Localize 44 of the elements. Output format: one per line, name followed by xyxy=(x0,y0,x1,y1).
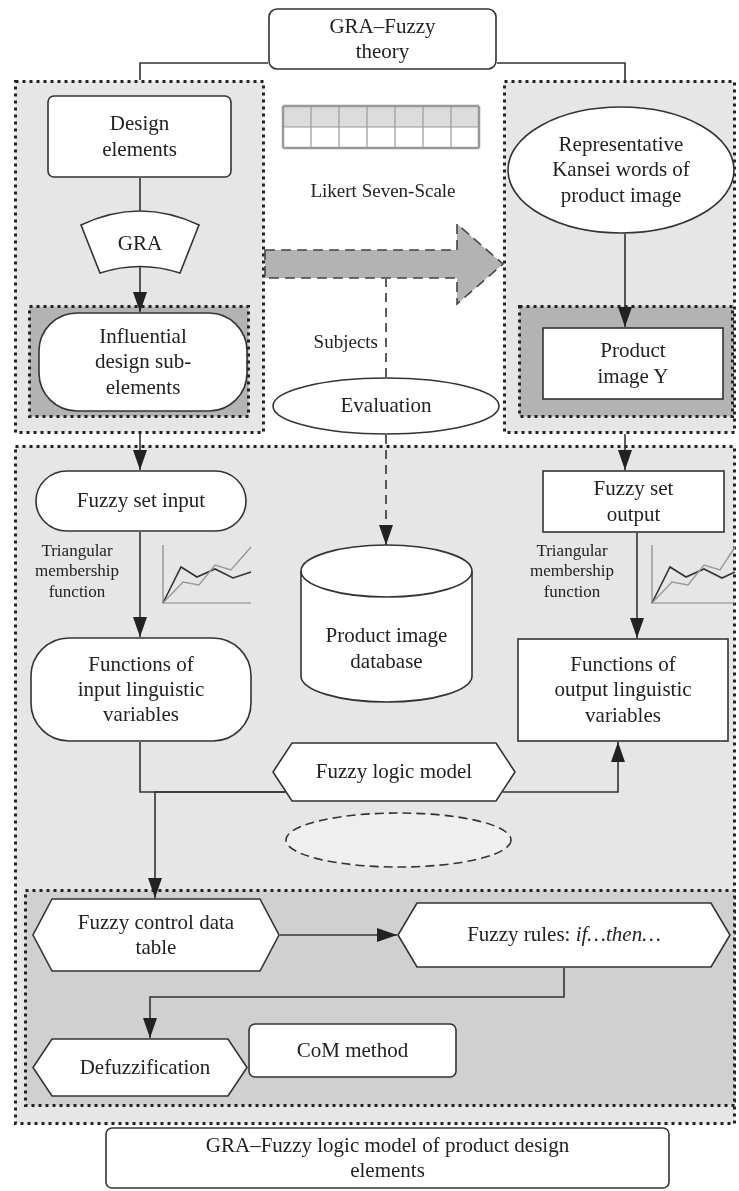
process-box: CoM method xyxy=(248,1023,457,1078)
annotation-text: Triangular membership function xyxy=(528,541,615,603)
arrow xyxy=(133,265,147,313)
arrow xyxy=(618,433,632,471)
hexagon-node: Fuzzy logic model xyxy=(272,742,516,802)
group-panel xyxy=(503,80,736,434)
terminal-box: Influential design sub-elements xyxy=(38,312,248,412)
group-panel xyxy=(24,889,736,1107)
connector-line xyxy=(139,177,141,212)
database-cylinder: Product image database xyxy=(300,545,473,702)
arrow xyxy=(279,928,398,942)
group-panel xyxy=(14,445,736,1125)
hexagon-node: Fuzzy rules: if…then… xyxy=(397,902,731,968)
process-box: Functions of output linguistic variables xyxy=(517,638,729,742)
arrow xyxy=(133,433,147,471)
scale-label: Likert Seven-Scale xyxy=(309,180,457,203)
terminal-box: Functions of input linguistic variables xyxy=(30,637,252,742)
process-box: Product image Y xyxy=(542,327,724,400)
rounded-box: GRA–Fuzzy logic model of product design elements xyxy=(105,1127,670,1189)
ellipse-node: Representative Kansei words of product image xyxy=(507,106,735,234)
arrow xyxy=(143,967,565,1039)
group-panel xyxy=(14,80,265,434)
arrow xyxy=(379,434,393,546)
arrow xyxy=(630,532,644,639)
ellipse-node: Evaluation xyxy=(272,377,500,435)
arrow xyxy=(148,791,287,899)
rounded-box: GRA–Fuzzy theory xyxy=(268,8,497,70)
annotation-text: Triangular membership function xyxy=(33,541,120,603)
arrow xyxy=(133,531,147,638)
arrow xyxy=(501,741,625,793)
edge-label: Subjects xyxy=(312,331,378,354)
connector-line xyxy=(385,278,387,378)
connector-line xyxy=(139,62,269,81)
process-box: Fuzzy set output xyxy=(542,470,725,533)
block-arrow xyxy=(264,222,505,306)
group-panel xyxy=(28,305,250,418)
hexagon-node: Defuzzification xyxy=(32,1038,248,1097)
connector-line xyxy=(496,62,626,81)
dashed-ellipse xyxy=(285,812,512,868)
group-panel xyxy=(518,305,734,418)
hexagon-node: Fuzzy control data table xyxy=(32,898,280,972)
process-box: Design elements xyxy=(47,95,232,178)
terminal-box: Fuzzy set input xyxy=(35,470,247,532)
arrow xyxy=(618,233,632,328)
